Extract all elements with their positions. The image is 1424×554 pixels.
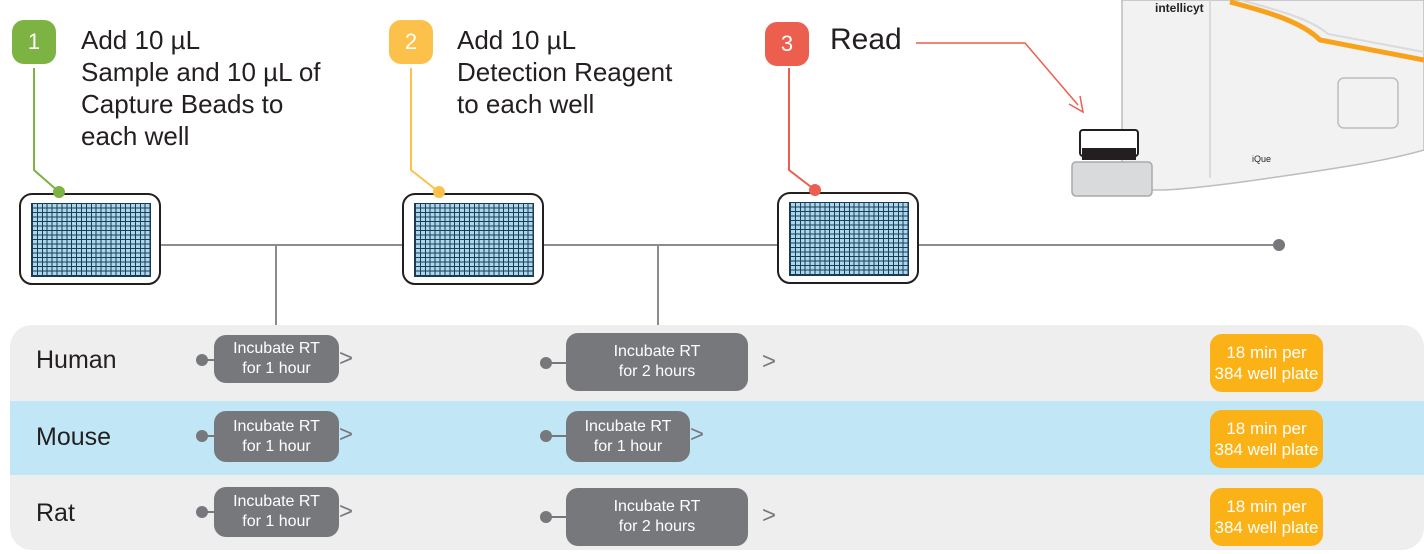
chevron-right-icon: > [339,345,354,372]
step-3-line: Read [830,23,902,56]
chevron-right-icon: > [762,348,777,375]
time-line: 384 well plate [1214,518,1319,537]
step-1-line: Sample and 10 µL of [81,57,321,87]
step-2-line: Add 10 µL [457,25,577,55]
species-row-mouse: Mouse Incubate RT for 1 hour > Incubate … [10,401,1424,475]
incubation-line: for 1 hour [242,360,311,377]
read-arrow-line [916,42,1079,106]
incubation-line: Incubate RT [584,417,672,435]
species-row-human: Human Incubate RT for 1 hour > Incubate … [10,325,1424,399]
chevron-right-icon: > [690,421,705,448]
incubation-stem [546,362,566,364]
instrument-model: iQue [1252,154,1271,164]
step1-leader [33,68,60,193]
read-arrow-head [1068,95,1085,114]
plate-read-time: 18 min per 384 well plate [1210,334,1323,392]
time-line: 18 min per [1226,497,1307,516]
timeline-end-dot [1273,239,1285,251]
incubation-line: for 1 hour [593,437,663,455]
step-2-line: to each well [457,89,595,119]
instrument-brand: intellicyt [1155,1,1204,15]
plate-read-time: 18 min per 384 well plate [1210,488,1323,546]
step-2-dot [433,186,445,198]
incubation-stem [202,511,214,513]
step-2-instruction: Add 10 µL Detection Reagent to each well [457,24,672,120]
chevron-right-icon: > [339,421,354,448]
species-label: Mouse [36,423,112,451]
incubation-line: Incubate RT [233,417,320,435]
incubation-step-1: Incubate RT for 1 hour [214,411,339,462]
step-1-badge: 1 [12,20,56,64]
species-label: Human [36,346,117,374]
plate-wells [414,203,534,277]
incubation-line: Incubate RT [233,493,320,510]
incubation-step-1: Incubate RT for 1 hour [214,487,339,537]
plate-wells [31,203,151,277]
incubation-stem [546,516,566,518]
time-line: 18 min per [1226,343,1307,362]
step-1-line: Capture Beads to [81,89,284,119]
step-1-line: each well [81,121,190,151]
ique-instrument-illustration: intellicyt iQue [1071,0,1424,197]
step-3-instruction: Read [830,24,902,56]
plate-read-time: 18 min per 384 well plate [1210,410,1323,468]
step-1-dot [53,186,65,198]
step3-leader [788,68,816,191]
incubation-line: for 2 hours [618,518,696,535]
time-line: 18 min per [1226,419,1307,438]
species-row-rat: Rat Incubate RT for 1 hour > Incubate RT… [10,476,1424,550]
incubation-line: for 1 hour [242,513,311,530]
well-plate-2 [402,193,544,285]
incubation-line: Incubate RT [613,343,701,360]
time-line: 384 well plate [1214,440,1319,459]
step2-leader [410,68,440,193]
chevron-right-icon: > [762,502,777,529]
incubation-step-1: Incubate RT for 1 hour [214,335,339,383]
incubation-line: Incubate RT [613,498,701,515]
well-plate-3 [777,192,919,284]
well-plate-1 [19,193,161,285]
incubation-step-2: Incubate RT for 1 hour [566,411,690,462]
incubation-line: for 2 hours [618,363,696,380]
incubation-stem [202,359,214,361]
incubation-step-2: Incubate RT for 2 hours [566,333,748,391]
chevron-right-icon: > [339,498,354,525]
step-2-line: Detection Reagent [457,57,673,87]
step-2-badge: 2 [389,20,433,64]
step-1-instruction: Add 10 µL Sample and 10 µL of Capture Be… [81,24,321,152]
step-3-dot [809,184,821,196]
species-panel: Human Incubate RT for 1 hour > Incubate … [10,325,1424,550]
incubation-step-2: Incubate RT for 2 hours [566,488,748,546]
time-line: 384 well plate [1214,364,1319,383]
step-1-line: Add 10 µL [81,25,201,55]
incubation-stem [546,435,566,437]
incubation-line: Incubate RT [233,340,320,357]
species-label: Rat [36,499,75,527]
step-3-badge: 3 [765,22,809,66]
incubation-line: for 1 hour [242,437,311,455]
incubation-stem [202,435,214,437]
plate-wells [789,202,909,276]
